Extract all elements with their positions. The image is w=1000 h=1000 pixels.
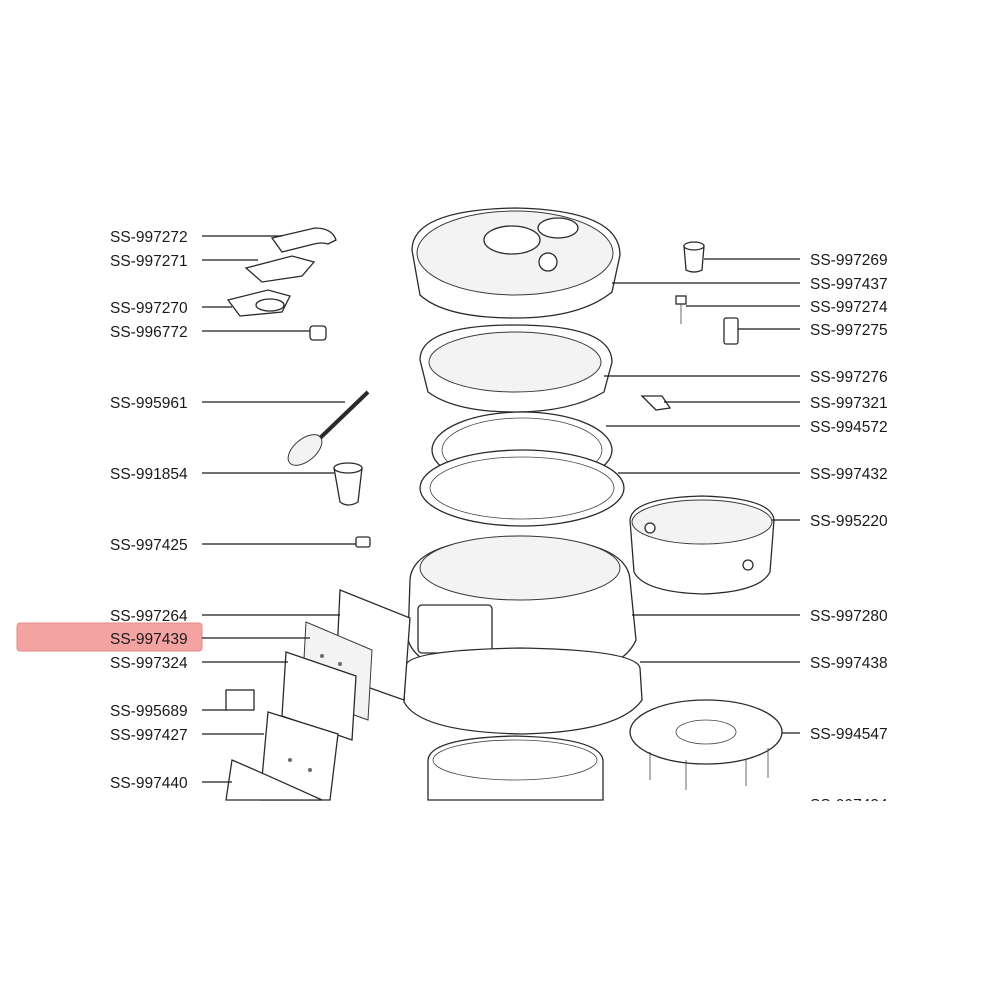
part-label[interactable]: SS-997269 (810, 252, 888, 269)
part-label[interactable]: SS-997276 (810, 369, 888, 386)
bracket-part (723, 317, 739, 345)
screw-part (675, 295, 687, 324)
pin-part (640, 395, 672, 411)
part-label[interactable]: SS-997264 (110, 608, 188, 625)
ring-frame-part (419, 449, 625, 527)
part-label-highlighted[interactable]: SS-997439 (110, 631, 188, 648)
part-label[interactable]: SS-997427 (110, 727, 188, 744)
part-label[interactable]: SS-997280 (810, 608, 888, 625)
valve-cap-part (683, 241, 705, 273)
right-labels: SS-997269 SS-997437 SS-997274 SS-997275 … (810, 252, 888, 814)
part-label[interactable]: SS-996772 (110, 324, 188, 341)
part-label[interactable]: SS-997438 (810, 655, 888, 672)
part-label[interactable]: SS-994547 (810, 726, 888, 743)
trivet-part (629, 699, 783, 790)
part-label[interactable]: SS-997271 (110, 253, 188, 270)
left-labels: SS-997272 SS-997271 SS-997270 SS-996772 … (110, 229, 188, 792)
part-label[interactable]: SS-997272 (110, 229, 188, 246)
crop-band (0, 801, 1000, 1000)
highlight-box (16, 622, 203, 652)
part-label[interactable]: SS-997440 (110, 775, 188, 792)
housing-part (407, 535, 637, 681)
part-label[interactable]: SS-997275 (810, 322, 888, 339)
inner-pot-part (427, 735, 604, 801)
part-label[interactable]: SS-997324 (110, 655, 188, 672)
spatula-part (287, 390, 370, 466)
inner-lid-part (419, 324, 613, 413)
steam-basket-part (629, 495, 775, 595)
part-label[interactable]: SS-997274 (810, 299, 888, 316)
base-ring-part (403, 647, 643, 735)
lid-handle-part (226, 227, 337, 317)
leader-lines (202, 235, 800, 783)
part-label[interactable]: SS-997270 (110, 300, 188, 317)
lid-top-part (411, 207, 621, 319)
part-label[interactable]: SS-997321 (810, 395, 888, 412)
part-label[interactable]: SS-997432 (810, 466, 888, 483)
control-panel-parts (225, 589, 411, 801)
part-label[interactable]: SS-997437 (810, 276, 888, 293)
measuring-cup-part (333, 462, 363, 506)
part-label[interactable]: SS-995689 (110, 703, 188, 720)
part-label[interactable]: SS-994572 (810, 419, 888, 436)
valve-part (309, 325, 327, 341)
part-label[interactable]: SS-997425 (110, 537, 188, 554)
part-label[interactable]: SS-991854 (110, 466, 188, 483)
clip-part (355, 536, 371, 548)
part-label[interactable]: SS-995220 (810, 513, 888, 530)
part-label[interactable]: SS-995961 (110, 395, 188, 412)
